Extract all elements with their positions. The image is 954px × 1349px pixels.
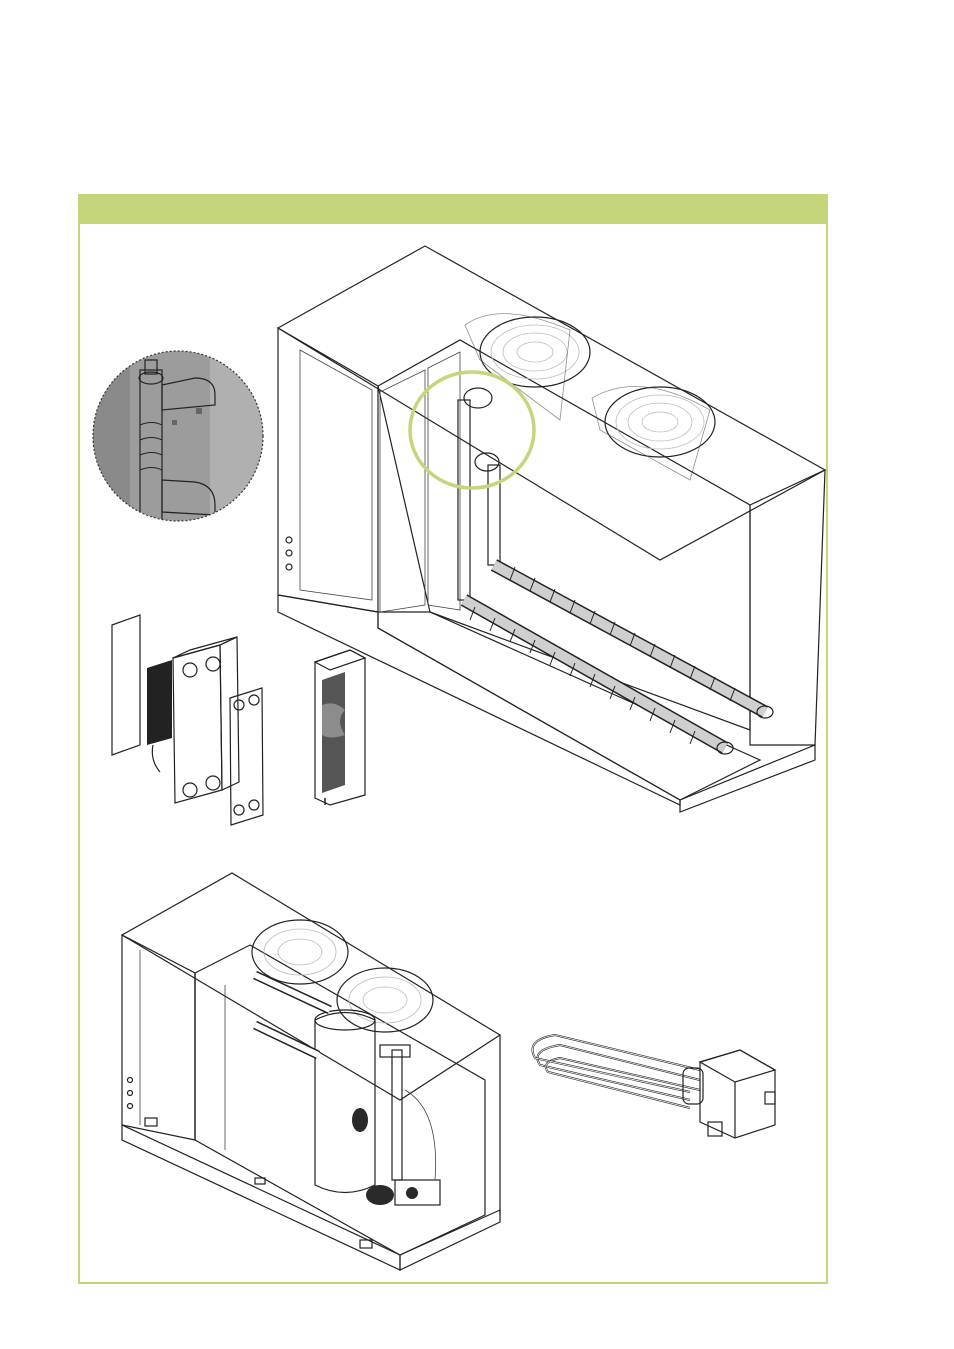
section-header-bar [80,196,826,224]
insulation-shell-icon [313,649,367,806]
immersion-heater-icon [531,1033,777,1139]
unit-tank-view-icon [120,872,502,1271]
plate-heat-exchanger-icon [111,614,264,826]
detail-magnifier-icon [92,350,264,522]
unit-rear-view-icon [276,245,827,813]
